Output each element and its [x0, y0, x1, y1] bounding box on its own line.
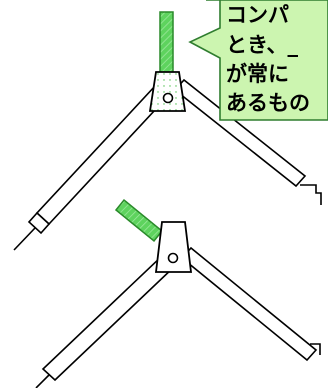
tilted-handle — [114, 198, 164, 243]
compass-tilted — [35, 198, 318, 388]
upright-left-leg — [35, 83, 170, 226]
upright-left-leg-tip — [27, 211, 51, 235]
upright-handle — [159, 11, 174, 75]
arrow-fragment-lower — [310, 343, 321, 355]
upright-pivot-hole — [162, 92, 174, 104]
tilted-left-leg — [41, 253, 177, 382]
callout-line-4: あるもの — [226, 91, 310, 115]
callout-line-2: とき、_ — [226, 33, 299, 57]
upright-left-needle — [13, 227, 36, 251]
arrow-fragment-upper — [300, 184, 322, 205]
tilted-left-needle — [35, 374, 50, 388]
tilted-pivot-hole — [167, 252, 179, 264]
tilted-compass-head — [154, 221, 193, 273]
callout-line-1: コンパ — [226, 3, 289, 27]
compass-upright — [13, 11, 307, 251]
upright-compass-head — [148, 71, 187, 112]
callout-shape — [188, 0, 328, 121]
callout-bubble: コンパ とき、_ が常に あるもの — [188, 0, 328, 121]
callout-line-3: が常に — [226, 62, 289, 86]
tilted-right-leg — [180, 246, 318, 362]
